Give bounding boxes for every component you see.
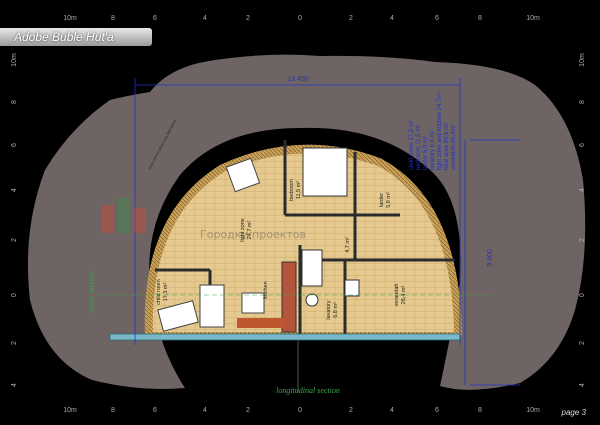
dimension-lines bbox=[134, 78, 520, 386]
dome-floor bbox=[152, 153, 454, 332]
page-title: Adobe Buble Hut'a bbox=[14, 30, 114, 44]
room-name: bedroom bbox=[289, 179, 295, 201]
scale-top-label: 4 bbox=[390, 15, 394, 22]
scale-top-label: 8 bbox=[478, 15, 482, 22]
scale-right-label: 10m bbox=[579, 53, 586, 67]
scale-right-label: 0 bbox=[579, 293, 586, 297]
dimension-height: 9 900 bbox=[487, 249, 494, 267]
scale-bottom-label: 2 bbox=[246, 407, 250, 414]
scale-top-label: 0 bbox=[298, 15, 302, 22]
watermark-text: Городки проектов bbox=[200, 228, 306, 241]
scale-left-label: 0 bbox=[11, 293, 18, 297]
scale-left-label: 2 bbox=[11, 238, 18, 242]
scale-left-label: 10m bbox=[11, 53, 18, 67]
scale-right-label: 4 bbox=[579, 383, 586, 387]
room-area: 6,8 m² bbox=[333, 302, 339, 318]
page-number: page 3 bbox=[561, 408, 586, 417]
room-name: lavatory bbox=[326, 300, 332, 320]
interior-walls bbox=[155, 140, 455, 335]
scale-left-label: 8 bbox=[11, 100, 18, 104]
room-area: 26,4 m² bbox=[401, 286, 407, 305]
scale-top-label: 6 bbox=[435, 15, 439, 22]
room-area: 24,7 m² bbox=[247, 221, 253, 240]
legend-entry: verandah 26,4m² bbox=[451, 125, 457, 170]
scale-top-label: 10m bbox=[526, 15, 540, 22]
scale-top-label: 6 bbox=[153, 15, 157, 22]
furniture bbox=[157, 147, 360, 333]
cross-section-label: cross section bbox=[87, 271, 96, 312]
room-name: larder bbox=[379, 193, 385, 207]
scale-top-label: 2 bbox=[349, 15, 353, 22]
scale-bottom-label: 6 bbox=[435, 407, 439, 414]
scale-left-label: 4 bbox=[11, 383, 18, 387]
terrace-band bbox=[109, 333, 461, 341]
longitudinal-section-label: longitudinal section bbox=[276, 386, 340, 395]
scale-top-label: 10m bbox=[63, 15, 77, 22]
scale-bottom-label: 2 bbox=[349, 407, 353, 414]
scale-right-label: 4 bbox=[579, 188, 586, 192]
scale-bottom-label: 4 bbox=[390, 407, 394, 414]
scale-bottom-label: 0 bbox=[298, 407, 302, 414]
title-bar: Adobe Buble Hut'a bbox=[0, 28, 152, 46]
scale-bottom-label: 10m bbox=[526, 407, 540, 414]
scale-top-label: 4 bbox=[203, 15, 207, 22]
scale-right-label: 2 bbox=[579, 238, 586, 242]
room-name: child room bbox=[156, 279, 162, 305]
scale-top-label: 8 bbox=[111, 15, 115, 22]
room-area: 17,3 m² bbox=[163, 283, 169, 302]
scale-bottom-label: 8 bbox=[111, 407, 115, 414]
legend-entry: larder 5,9 m² bbox=[423, 136, 429, 170]
scale-right-label: 2 bbox=[579, 341, 586, 345]
legend-entry: lavatory 6,8 m² bbox=[430, 130, 436, 170]
room-name: verandah bbox=[394, 284, 400, 307]
watermark-logo: Городки проектов bbox=[102, 198, 306, 241]
room-name: kitchen bbox=[263, 281, 269, 298]
scale-left-label: 2 bbox=[11, 341, 18, 345]
legend-entry: bedroom 11,5 m² bbox=[416, 125, 422, 170]
scale-right-label: 6 bbox=[579, 143, 586, 147]
scale-left-label: 6 bbox=[11, 143, 18, 147]
scale-left-label: 4 bbox=[11, 188, 18, 192]
scale-top-label: 2 bbox=[246, 15, 250, 22]
scale-right-label: 8 bbox=[579, 100, 586, 104]
scale-bottom-label: 6 bbox=[153, 407, 157, 414]
earth-mass bbox=[27, 54, 586, 390]
scale-bottom-label: 10m bbox=[63, 407, 77, 414]
room-name: light zone bbox=[240, 218, 246, 242]
dimension-width: 13 400 bbox=[287, 76, 309, 83]
room-area: 4,7 m² bbox=[345, 237, 351, 253]
legend-entry: child room 17,3 m² bbox=[409, 120, 415, 170]
scale-bottom-label: 8 bbox=[478, 407, 482, 414]
legend-entry: total area 84,6 m² bbox=[444, 123, 450, 170]
legend-entry: light zone and kitchen 24,7m² bbox=[437, 92, 443, 170]
scale-bottom-label: 4 bbox=[203, 407, 207, 414]
room-area: 11,5 m² bbox=[296, 181, 302, 199]
room-area: 5,9 m² bbox=[386, 192, 392, 208]
